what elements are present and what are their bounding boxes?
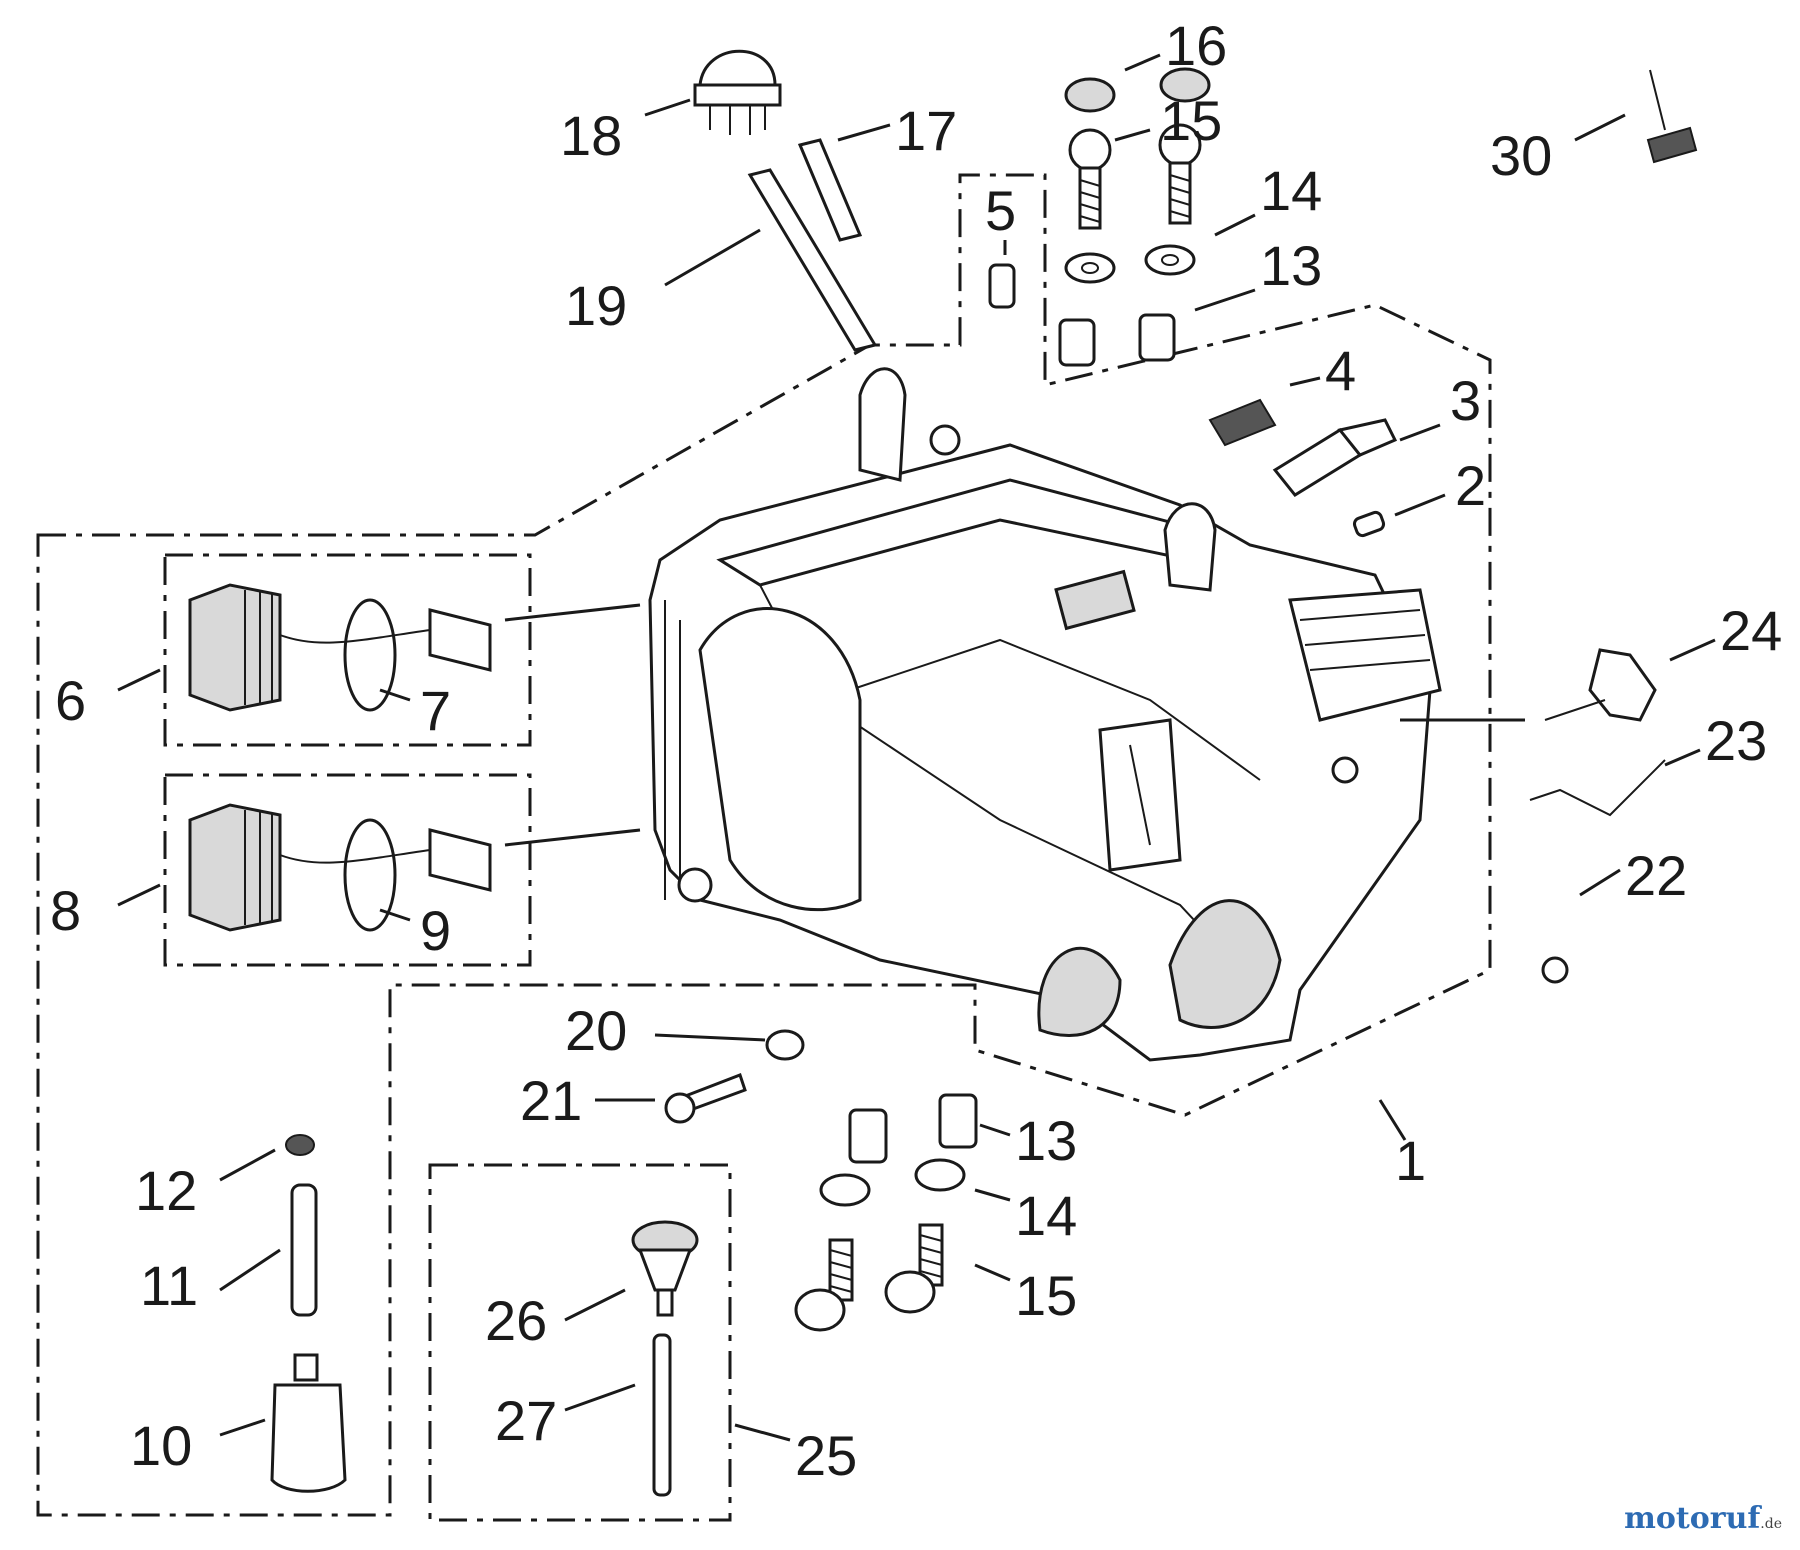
callout-3: 3 (1450, 369, 1481, 432)
callout-22: 22 (1625, 844, 1687, 907)
callout-30: 30 (1490, 124, 1552, 187)
watermark-logo: motoruf.de (1624, 1501, 1782, 1536)
callout-20: 20 (565, 999, 627, 1062)
callout-4: 4 (1325, 339, 1356, 402)
callout-19: 19 (565, 274, 627, 337)
callout-26: 26 (485, 1289, 547, 1352)
callout-15-top: 15 (1160, 89, 1222, 152)
callout-2: 2 (1455, 454, 1486, 517)
callout-5: 5 (985, 179, 1016, 242)
callout-23: 23 (1705, 709, 1767, 772)
callout-15-bottom: 15 (1015, 1264, 1077, 1327)
callout-1: 1 (1395, 1129, 1426, 1192)
callout-8: 8 (50, 879, 81, 942)
watermark-brand: motoruf (1624, 1501, 1761, 1536)
callout-13-bottom: 13 (1015, 1109, 1077, 1172)
callout-12: 12 (135, 1159, 197, 1222)
callout-27: 27 (495, 1389, 557, 1452)
callout-21: 21 (520, 1069, 582, 1132)
callout-25: 25 (795, 1424, 857, 1487)
callout-6: 6 (55, 669, 86, 732)
small-parts (188, 49, 1698, 1497)
callout-10: 10 (130, 1414, 192, 1477)
housing-part-1 (648, 367, 1442, 1062)
callout-14-top: 14 (1260, 159, 1322, 222)
callout-17: 17 (895, 99, 957, 162)
leader-lines (117, 53, 1716, 1442)
callout-14-bottom: 14 (1015, 1184, 1077, 1247)
callout-13-top: 13 (1260, 234, 1322, 297)
callout-24: 24 (1720, 599, 1782, 662)
callout-11: 11 (140, 1254, 198, 1317)
watermark-tld: .de (1760, 1516, 1782, 1532)
callout-18: 18 (560, 104, 622, 167)
callout-16: 16 (1165, 14, 1227, 77)
callout-labels: 18 17 19 5 16 15 14 13 4 3 2 30 24 23 22… (50, 14, 1782, 1487)
callout-7: 7 (420, 679, 451, 742)
callout-9: 9 (420, 899, 451, 962)
group-frames (36, 173, 1492, 1522)
